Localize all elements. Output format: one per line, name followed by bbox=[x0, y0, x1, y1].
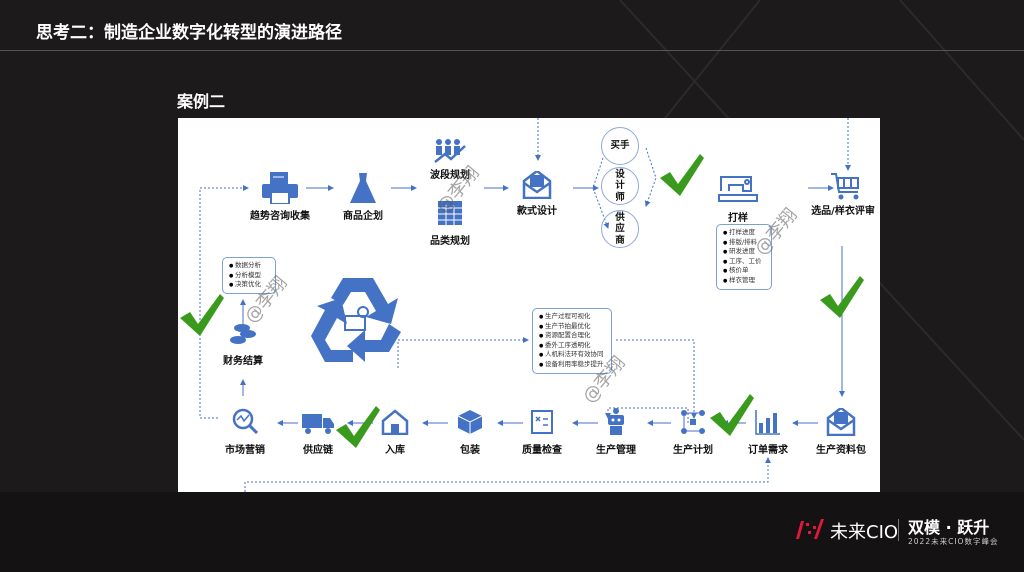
sampling-item: 核价单 bbox=[723, 266, 767, 276]
coins-icon bbox=[230, 324, 256, 344]
production-box: 生产过程可视化 生产节拍最优化 资源配置合理化 委外工序透明化 人机料法环有效协… bbox=[532, 308, 612, 374]
event-name: 双模 · 跃升 bbox=[908, 518, 990, 537]
checkmark-icon bbox=[820, 276, 864, 318]
event-subtitle: 2022未来CIO数字峰会 bbox=[908, 537, 999, 546]
sewing-machine-icon bbox=[718, 176, 758, 202]
sampling-box: 打样进度 排版/排料 研发进度 工序、工价 核价单 样衣管理 bbox=[716, 224, 772, 290]
checkmark-icon bbox=[710, 394, 754, 436]
checkmark-icon bbox=[660, 154, 704, 196]
style-design-label: 款式设计 bbox=[517, 206, 557, 217]
bottom-label: 供应链 bbox=[303, 445, 333, 456]
people-growth-icon bbox=[434, 139, 466, 163]
brand-logo-icon bbox=[796, 519, 824, 539]
workflow-icon bbox=[681, 410, 705, 434]
sampling-item: 研发进度 bbox=[723, 247, 767, 257]
footer-divider bbox=[898, 519, 899, 541]
data-package-icon bbox=[826, 408, 856, 436]
finance-item: 决策优化 bbox=[229, 280, 271, 290]
finance-item: 数据分析 bbox=[229, 261, 271, 271]
brand-name: 未来CIO bbox=[830, 522, 899, 543]
sampling-label: 打样 bbox=[728, 213, 748, 224]
role-buyer: 买手 bbox=[601, 127, 639, 165]
quality-check-icon bbox=[531, 410, 553, 434]
sampling-item: 工序、工价 bbox=[723, 257, 767, 267]
production-item: 生产节拍最优化 bbox=[539, 322, 607, 332]
trend-label: 趋势咨询收集 bbox=[250, 211, 310, 222]
truck-icon bbox=[302, 414, 334, 434]
bottom-label: 市场营销 bbox=[225, 445, 265, 456]
envelope-icon bbox=[522, 171, 552, 199]
sampling-item: 排版/排料 bbox=[723, 238, 767, 248]
bottom-label: 订单需求 bbox=[748, 445, 788, 456]
finance-item: 分析模型 bbox=[229, 271, 271, 281]
wave-label: 波段规划 bbox=[430, 170, 470, 181]
cart-icon bbox=[831, 173, 859, 200]
finance-label: 财务结算 bbox=[223, 356, 263, 367]
bar-chart-icon bbox=[755, 410, 780, 435]
recycle-icon bbox=[311, 278, 401, 362]
case-label: 案例二 bbox=[177, 92, 226, 111]
sampling-item: 打样进度 bbox=[723, 228, 767, 238]
calendar-icon bbox=[438, 201, 462, 225]
production-item: 资源配置合理化 bbox=[539, 331, 607, 341]
production-item: 生产过程可视化 bbox=[539, 312, 607, 322]
role-designer: 设计师 bbox=[601, 167, 639, 205]
warehouse-icon bbox=[381, 409, 409, 435]
connectors bbox=[199, 118, 851, 492]
sampling-item: 样衣管理 bbox=[723, 276, 767, 286]
production-item: 人机料法环有效协同 bbox=[539, 350, 607, 360]
review-label: 选品/样衣评审 bbox=[811, 206, 875, 217]
role-supplier: 供应商 bbox=[601, 210, 639, 248]
production-item: 设备利用率稳步提升 bbox=[539, 360, 607, 370]
robot-icon bbox=[608, 408, 624, 435]
bottom-label: 生产管理 bbox=[596, 445, 636, 456]
production-item: 委外工序透明化 bbox=[539, 341, 607, 351]
bottom-label: 质量检查 bbox=[522, 445, 562, 456]
bottom-label: 包装 bbox=[460, 445, 480, 456]
bottom-label: 生产计划 bbox=[673, 445, 713, 456]
bottom-label: 入库 bbox=[385, 445, 405, 456]
slide-title: 思考二：制造企业数字化转型的演进路径 bbox=[36, 23, 342, 43]
finance-box: 数据分析 分析模型 决策优化 bbox=[222, 257, 276, 294]
bottom-label: 生产资料包 bbox=[816, 445, 866, 456]
category-label: 品类规划 bbox=[430, 236, 470, 247]
search-analytics-icon bbox=[232, 408, 258, 434]
divider bbox=[0, 50, 1024, 51]
planning-label: 商品企划 bbox=[343, 211, 383, 222]
footer: 未来CIO 双模 · 跃升 2022未来CIO数字峰会 bbox=[0, 492, 1024, 572]
printer-icon bbox=[262, 172, 298, 204]
dress-icon bbox=[350, 173, 376, 203]
package-icon bbox=[457, 410, 483, 434]
diagram-panel: 趋势咨询收集 商品企划 波段规划 品类规划 款式设计 买手 设计师 供应商 打样… bbox=[178, 118, 880, 492]
checkmark-icon bbox=[336, 406, 380, 448]
checkmark-icon bbox=[180, 294, 224, 336]
